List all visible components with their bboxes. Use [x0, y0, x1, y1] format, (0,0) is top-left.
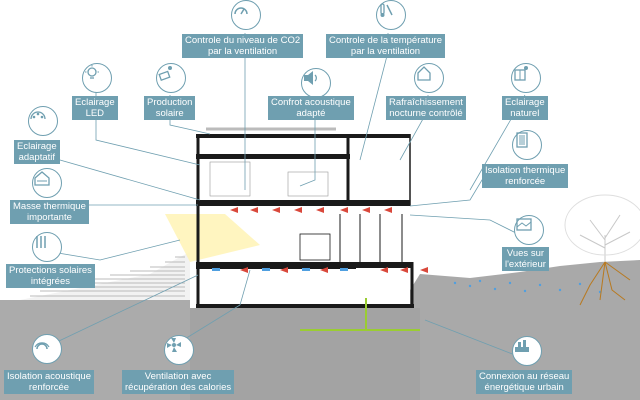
label-protections-solaires: Protections solaires intégrées [6, 264, 95, 288]
label-eclairage-naturel: Eclairage naturel [502, 96, 548, 120]
label-ventilation-recuperation: Ventilation avec récupération des calori… [122, 370, 235, 394]
building-structure [196, 134, 414, 308]
label-temperature-control: Controle de la température par la ventil… [326, 34, 446, 58]
dimmer-light-icon [28, 106, 58, 136]
label-co2-control: Controle du niveau de CO2 par la ventila… [182, 34, 304, 58]
label-rafraichissement-nocturne: Rafraîchissement nocturne contrôlé [386, 96, 466, 120]
speaker-icon [301, 68, 331, 98]
exterior-stairs [20, 252, 190, 300]
label-connexion-reseau: Connexion au réseau énergétique urbain [476, 370, 573, 394]
warm-air-flow [230, 207, 428, 273]
daylight-beam [165, 214, 260, 262]
label-vues-exterieur: Vues sur l'extérieur [502, 247, 549, 271]
tree [564, 194, 640, 262]
label-masse-thermique: Masse thermique importante [10, 200, 89, 224]
solar-panel-icon [156, 63, 186, 93]
label-production-solaire: Production solaire [144, 96, 196, 120]
house-mass-icon [32, 168, 62, 198]
thermometer-tools-icon [376, 0, 406, 30]
house-moon-icon [414, 63, 444, 93]
label-confort-acoustique: Confrot acoustique adapté [268, 96, 354, 120]
window-sun-icon [511, 63, 541, 93]
cool-air-flow [212, 268, 602, 294]
tree-roots [579, 261, 631, 306]
label-isolation-acoustique: Isolation acoustique renforcée [4, 370, 94, 394]
urban-network [300, 298, 420, 331]
louvers-icon [32, 232, 62, 262]
fan-icon [164, 335, 194, 365]
insulation-panel-icon [512, 130, 542, 160]
label-eclairage-led: Eclairage LED [72, 96, 118, 120]
label-eclairage-adaptatif: Eclairage adaptatif [14, 140, 60, 164]
led-bulb-icon [82, 63, 112, 93]
co2-gauge-icon [231, 0, 261, 30]
view-window-icon [514, 215, 544, 245]
label-isolation-thermique: Isolation thermique renforcée [482, 164, 569, 188]
urban-grid-icon [512, 336, 542, 366]
sound-waves-icon [32, 334, 62, 364]
